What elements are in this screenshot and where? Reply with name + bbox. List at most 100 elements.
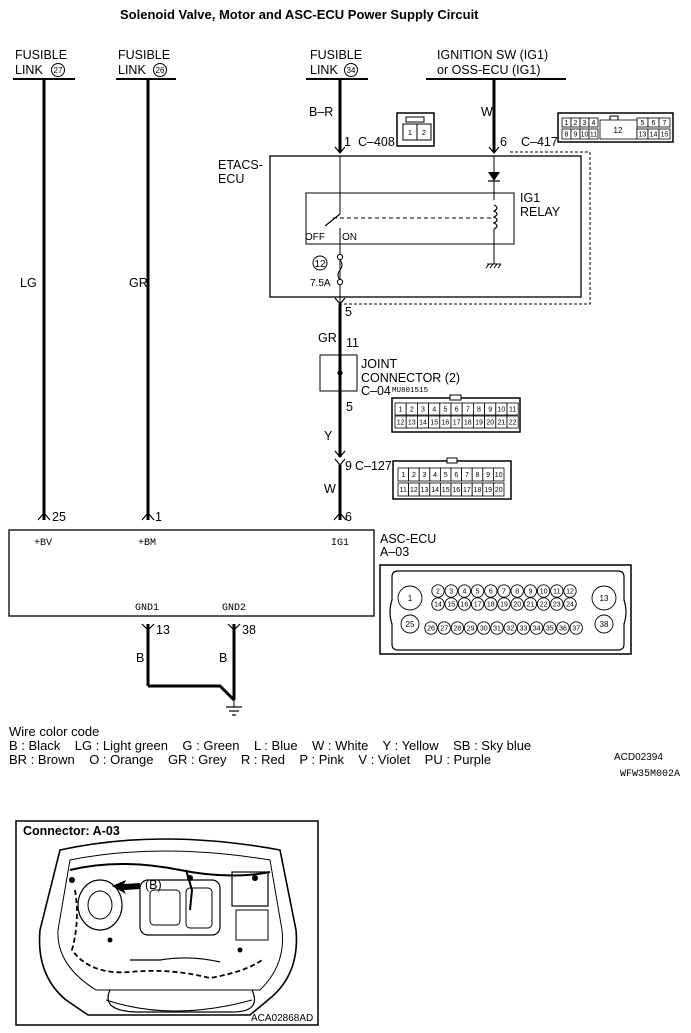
ignition-switch-source: IGNITION SW (IG1) or OSS-ECU (IG1)	[426, 48, 566, 80]
wire-w-bottom: W	[324, 465, 347, 521]
a03-pin-label: 34	[533, 626, 541, 633]
svg-text:ON: ON	[342, 232, 357, 243]
svg-text:Wire color code: Wire color code	[9, 724, 99, 739]
svg-text:38: 38	[242, 623, 256, 637]
svg-text:LINK: LINK	[118, 63, 146, 77]
a03-pin-label: 15	[447, 602, 455, 609]
c127-pin-label: 16	[452, 487, 460, 494]
c04-pin-label: 20	[486, 420, 494, 427]
a03-pin	[463, 621, 478, 635]
svg-text:ASC-ECU: ASC-ECU	[380, 532, 436, 546]
a03-pin-label: 1	[408, 594, 413, 603]
svg-text:LG: LG	[20, 276, 37, 290]
c04-pin-label: 8	[477, 407, 481, 414]
c04-pin-label: 22	[509, 420, 517, 427]
c127-pin-label: 4	[433, 472, 437, 479]
svg-text:IGNITION SW (IG1): IGNITION SW (IG1)	[437, 48, 548, 62]
svg-text:5: 5	[346, 400, 353, 414]
svg-text:2: 2	[422, 128, 426, 137]
svg-text:1: 1	[155, 510, 162, 524]
a03-pin-label: 20	[513, 602, 521, 609]
a03-pin	[470, 584, 485, 598]
ground-symbol-icon	[485, 263, 502, 269]
svg-text:12: 12	[314, 259, 326, 270]
connector-location-inset: Connector: A-03 (B) ACA02868AD	[15, 820, 319, 1026]
a03-pin-label: 35	[546, 626, 554, 633]
diagram-title: Solenoid Valve, Motor and ASC-ECU Power …	[120, 7, 479, 22]
svg-text:6: 6	[500, 135, 507, 149]
svg-text:MU801515: MU801515	[392, 387, 429, 395]
svg-text:C–417: C–417	[521, 135, 558, 149]
c04-pin-label: 12	[397, 420, 405, 427]
a03-pin	[550, 584, 564, 598]
c417-cell	[588, 117, 599, 128]
a03-pin	[431, 584, 445, 598]
c417-pin-label: 3	[583, 120, 587, 127]
a03-pin	[503, 621, 517, 635]
svg-text:+BM: +BM	[138, 538, 156, 549]
svg-text:25: 25	[52, 510, 66, 524]
c127-pin-label: 19	[484, 487, 492, 494]
c127-pin-label: 8	[476, 472, 480, 479]
a03-pin-label: 21	[527, 602, 535, 609]
c127-pin-label: 17	[463, 487, 471, 494]
c04-pin-label: 7	[466, 407, 470, 414]
a03-pin	[437, 621, 451, 635]
c04-pin-label: 19	[475, 420, 483, 427]
a03-pin	[484, 584, 498, 598]
c127-pin-label: 18	[474, 487, 482, 494]
svg-text:9: 9	[345, 459, 352, 473]
c04-pin-label: 13	[408, 420, 416, 427]
svg-text:1: 1	[344, 135, 351, 149]
svg-text:JOINT: JOINT	[361, 357, 397, 371]
relay-coil-icon	[485, 156, 502, 269]
a03-pin-label: 33	[520, 626, 528, 633]
a03-pin	[536, 597, 551, 611]
c04-cell	[506, 402, 519, 416]
svg-text:ETACS-: ETACS-	[218, 158, 263, 172]
a03-pin	[450, 621, 465, 635]
c04-pin-label: 5	[443, 407, 447, 414]
wire-y: Y 9 C–127	[324, 396, 392, 473]
c417-pin-label: 6	[652, 120, 656, 127]
c04-pin-label: 3	[421, 407, 425, 414]
a03-pin-label: 23	[553, 602, 561, 609]
svg-text:OFF: OFF	[305, 232, 325, 243]
svg-text:(B): (B)	[145, 878, 162, 892]
a03-pin	[400, 614, 420, 634]
c417-pin-label: 14	[650, 132, 658, 139]
svg-text:C–408: C–408	[358, 135, 395, 149]
c417-pin-label: 8	[565, 132, 569, 139]
svg-text:5: 5	[345, 305, 352, 319]
svg-text:IG1: IG1	[520, 191, 540, 205]
c417-pin-label: 12	[614, 126, 623, 135]
svg-text:FUSIBLE: FUSIBLE	[15, 48, 67, 62]
a03-pin	[543, 621, 557, 635]
a03-pin-label: 4	[462, 589, 466, 596]
a03-pin	[510, 584, 524, 598]
a03-pin-label: 7	[502, 589, 506, 596]
svg-text:B–R: B–R	[309, 105, 333, 119]
svg-text:W: W	[481, 105, 493, 119]
svg-text:BR : Brown O : Orange GR: BR : Brown O : Orange GR : Grey R : Red …	[9, 752, 491, 767]
svg-text:GR: GR	[318, 331, 337, 345]
c04-pin-label: 9	[488, 407, 492, 414]
c04-pin-label: 17	[453, 420, 461, 427]
wire-br: B–R 1 C–408	[309, 79, 395, 154]
fusible-link-27: FUSIBLE LINK 27	[13, 48, 75, 80]
c417-cell	[658, 117, 671, 128]
c127-pin-label: 3	[423, 472, 427, 479]
c04-pin-label: 21	[498, 420, 506, 427]
svg-text:6: 6	[345, 510, 352, 524]
a03-pin	[477, 621, 491, 635]
svg-text:or OSS-ECU (IG1): or OSS-ECU (IG1)	[437, 63, 541, 77]
a03-pin-label: 26	[427, 626, 435, 633]
svg-text:GR: GR	[129, 276, 148, 290]
a03-pin-label: 3	[449, 589, 453, 596]
c417-pin-label: 10	[581, 132, 589, 139]
a03-pin	[523, 597, 538, 611]
c127-cell	[492, 467, 505, 482]
